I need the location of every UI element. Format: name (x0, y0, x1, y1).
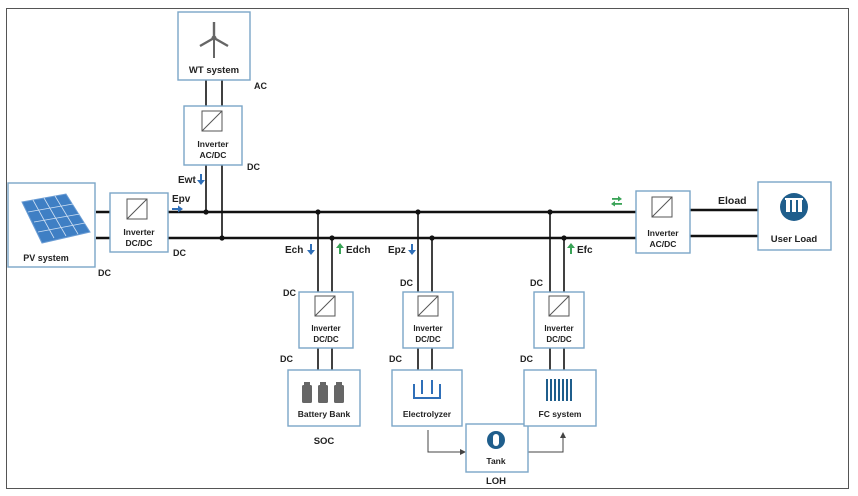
epz-flow-label: Epz (388, 245, 406, 256)
load-icon (780, 193, 808, 221)
eload-flow-label: Eload (718, 195, 747, 207)
load-inverter-line2: AC/DC (650, 239, 677, 249)
electrolyzer-converter-input-label: DC (400, 278, 413, 288)
electrolyzer-converter-line2: DC/DC (415, 335, 441, 344)
ech-flow-label: Ech (285, 245, 303, 256)
wt-inverter-line1: Inverter (197, 139, 229, 149)
fc-converter-line1: Inverter (544, 324, 573, 333)
user-load-label: User Load (771, 234, 818, 245)
electrolyzer-label: Electrolyzer (403, 409, 452, 419)
fc-converter-output-label: DC (520, 354, 533, 364)
edch-flow-label: Edch (346, 245, 370, 256)
bus-junctions (203, 209, 567, 241)
ech-arrow-icon (307, 244, 315, 255)
diagram-frame (6, 8, 849, 489)
fc-converter-input-label: DC (530, 278, 543, 288)
pv-output-label: DC (98, 268, 111, 278)
wt-inverter-icon (201, 110, 223, 132)
solar-panel-icon (21, 193, 91, 244)
pv-inverter-line2: DC/DC (126, 238, 153, 248)
load-inverter-box (635, 190, 691, 254)
battery-bank-label: Battery Bank (298, 409, 351, 419)
wind-turbine-icon (199, 22, 229, 58)
tank-icon (487, 431, 505, 449)
pv-inverter-box (109, 192, 169, 253)
electrolyzer-converter-output-label: DC (389, 354, 402, 364)
fc-system-label: FC system (539, 409, 582, 419)
wt-inverter-box (183, 105, 243, 166)
pv-inverter-output-label: DC (173, 248, 186, 258)
load-arrow-icon (611, 196, 622, 207)
wt-output-label: AC (254, 81, 267, 91)
pv-system-label: PV system (23, 253, 69, 263)
wt-inverter-output-label: DC (247, 162, 260, 172)
ewt-flow-label: Ewt (178, 175, 196, 186)
battery-soc-label: SOC (314, 436, 335, 447)
tank-to-fc-line (528, 436, 564, 453)
efc-arrow-icon (567, 243, 575, 254)
load-inverter-icon (651, 196, 673, 218)
electrolyzer-converter-line1: Inverter (413, 324, 442, 333)
wt-inverter-line2: AC/DC (200, 150, 227, 160)
epv-flow-label: Epv (172, 194, 191, 205)
wt-system-label: WT system (189, 65, 239, 76)
battery-converter-input-label: DC (283, 288, 296, 298)
pv-inverter-line1: Inverter (123, 227, 155, 237)
fc-converter-box (533, 291, 585, 349)
epz-arrow-icon (408, 244, 416, 255)
battery-converter-icon (314, 295, 336, 317)
battery-icon (302, 382, 344, 403)
electrolyzer-icon (413, 380, 441, 399)
tank-to-fc-arrowhead (560, 432, 566, 438)
battery-converter-box (298, 291, 354, 349)
load-inverter-line1: Inverter (647, 228, 679, 238)
pv-inverter-icon (126, 198, 148, 220)
edch-arrow-icon (336, 243, 344, 254)
tank-loh-label: LOH (486, 476, 506, 487)
battery-converter-line1: Inverter (311, 324, 340, 333)
fc-converter-icon (548, 295, 570, 317)
epv-arrow-icon (172, 205, 183, 213)
fc-converter-line2: DC/DC (546, 335, 572, 344)
battery-converter-line2: DC/DC (313, 335, 339, 344)
electrolyzer-to-tank-line (427, 430, 462, 453)
tank-label: Tank (486, 456, 505, 466)
electrolyzer-converter-box (402, 291, 454, 349)
battery-converter-output-label: DC (280, 354, 293, 364)
efc-flow-label: Efc (577, 245, 593, 256)
electrolyzer-to-tank-arrowhead (460, 449, 466, 455)
electrolyzer-converter-icon (417, 295, 439, 317)
ewt-arrow-icon (197, 174, 205, 185)
fuel-cell-icon (546, 379, 572, 401)
